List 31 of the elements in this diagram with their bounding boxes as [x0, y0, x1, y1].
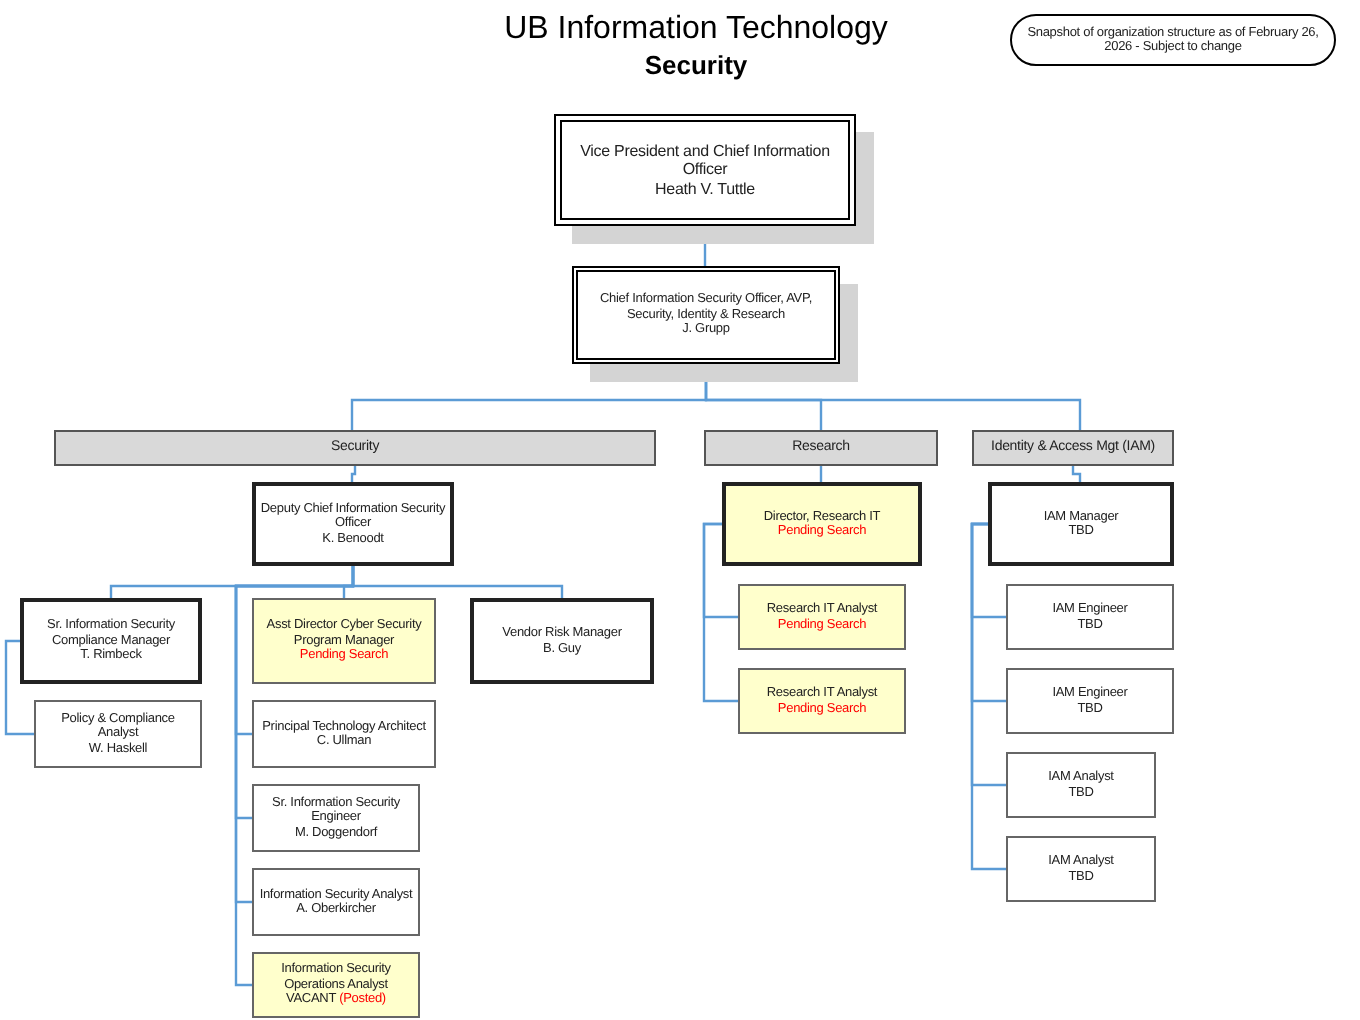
- vacant-position-box: [252, 598, 436, 684]
- connector-line: [970, 522, 1006, 871]
- position-box: [20, 598, 202, 684]
- title: UB Information Technology: [502, 12, 890, 48]
- position-box: [34, 700, 202, 768]
- position-box: [252, 784, 420, 852]
- department-band: [704, 430, 938, 466]
- position-box: [252, 482, 454, 566]
- position-box: [1006, 836, 1156, 902]
- position-box: [1006, 668, 1174, 734]
- position-box: [1006, 752, 1156, 818]
- position-holder: Heath V. Tuttle: [655, 179, 755, 198]
- subtitle: Security: [642, 50, 750, 80]
- connector-line: [350, 466, 357, 482]
- vacant-position-box: [722, 482, 922, 566]
- position-box: [470, 598, 654, 684]
- vacant-position-box: [738, 584, 906, 650]
- connector-line: [702, 522, 738, 703]
- department-band: [54, 430, 656, 466]
- connector-line: [1071, 466, 1082, 482]
- position-box: [988, 482, 1174, 566]
- vacant-position-box: [252, 952, 420, 1018]
- position-box: [252, 700, 436, 768]
- connector-line: [234, 566, 355, 987]
- position-box: [1006, 584, 1174, 650]
- position-title: Vice President and Chief Information Officer: [578, 142, 832, 180]
- position-box: [252, 868, 420, 936]
- note-pill: [1010, 14, 1336, 66]
- department-band: [972, 430, 1174, 466]
- vacant-position-box: [738, 668, 906, 734]
- connector-line: [4, 639, 34, 736]
